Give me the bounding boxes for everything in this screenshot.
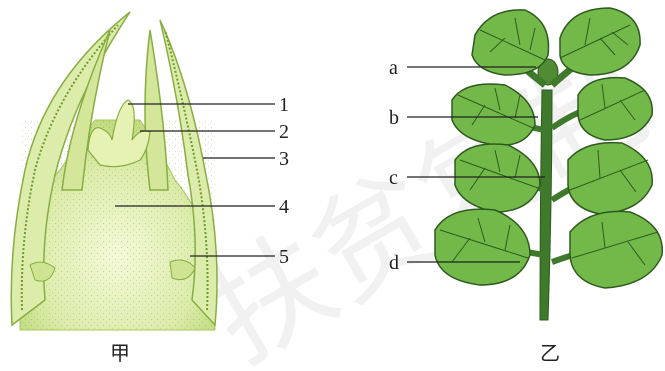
bud-section-drawing [11,12,217,330]
bud-label-4: 4 [279,196,289,218]
leaf-top-left [472,10,549,75]
bud-label-2: 2 [279,121,289,143]
caption-right: 乙 [540,341,560,365]
branch-drawing [435,8,662,320]
bud-label-3: 3 [279,148,289,170]
caption-left: 甲 [110,341,130,365]
branch-label-b: b [389,107,399,129]
inner-right-scale [145,30,168,190]
branch-label-c: c [389,167,398,189]
bud-label-5: 5 [279,246,289,268]
leaf-bottom-right [570,211,662,288]
growth-cone [88,100,150,167]
bud-label-1: 1 [279,94,289,116]
branch-label-a: a [389,57,398,79]
leaf-mid2-right [568,143,652,214]
branch-stem [540,90,552,320]
branch-label-d: d [389,252,399,274]
leaf-top-right [560,8,640,75]
